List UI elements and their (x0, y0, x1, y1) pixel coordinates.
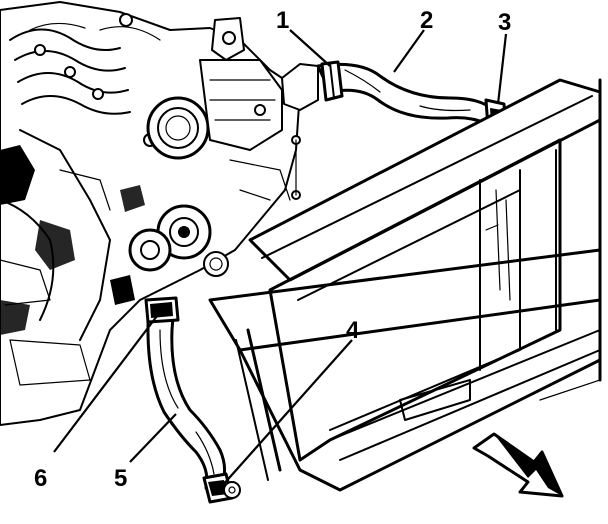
radiator-assembly (208, 78, 602, 492)
callout-6: 6 (34, 465, 47, 492)
leader-3 (496, 33, 508, 105)
callout-2: 2 (420, 7, 433, 34)
leader-2 (393, 29, 425, 73)
callout-5: 5 (114, 465, 127, 492)
upper-radiator-hose (316, 62, 490, 126)
lower-hose-engine-clamp (144, 296, 180, 324)
callout-3: 3 (498, 9, 511, 36)
upper-hose-engine-clamp (320, 60, 344, 102)
leader-4 (221, 339, 353, 487)
callout-1: 1 (276, 7, 289, 34)
leader-5 (129, 413, 177, 463)
front-arrow-icon (472, 432, 564, 498)
lower-hose-radiator-clamp (202, 472, 241, 504)
callout-labels: 1 2 3 4 5 6 (34, 7, 511, 492)
leader-1 (289, 29, 331, 67)
callout-4: 4 (346, 317, 360, 344)
engine-assembly (0, 1, 319, 426)
callout-leaders (53, 29, 508, 487)
leader-6 (53, 311, 161, 453)
lower-radiator-hose (146, 298, 227, 490)
